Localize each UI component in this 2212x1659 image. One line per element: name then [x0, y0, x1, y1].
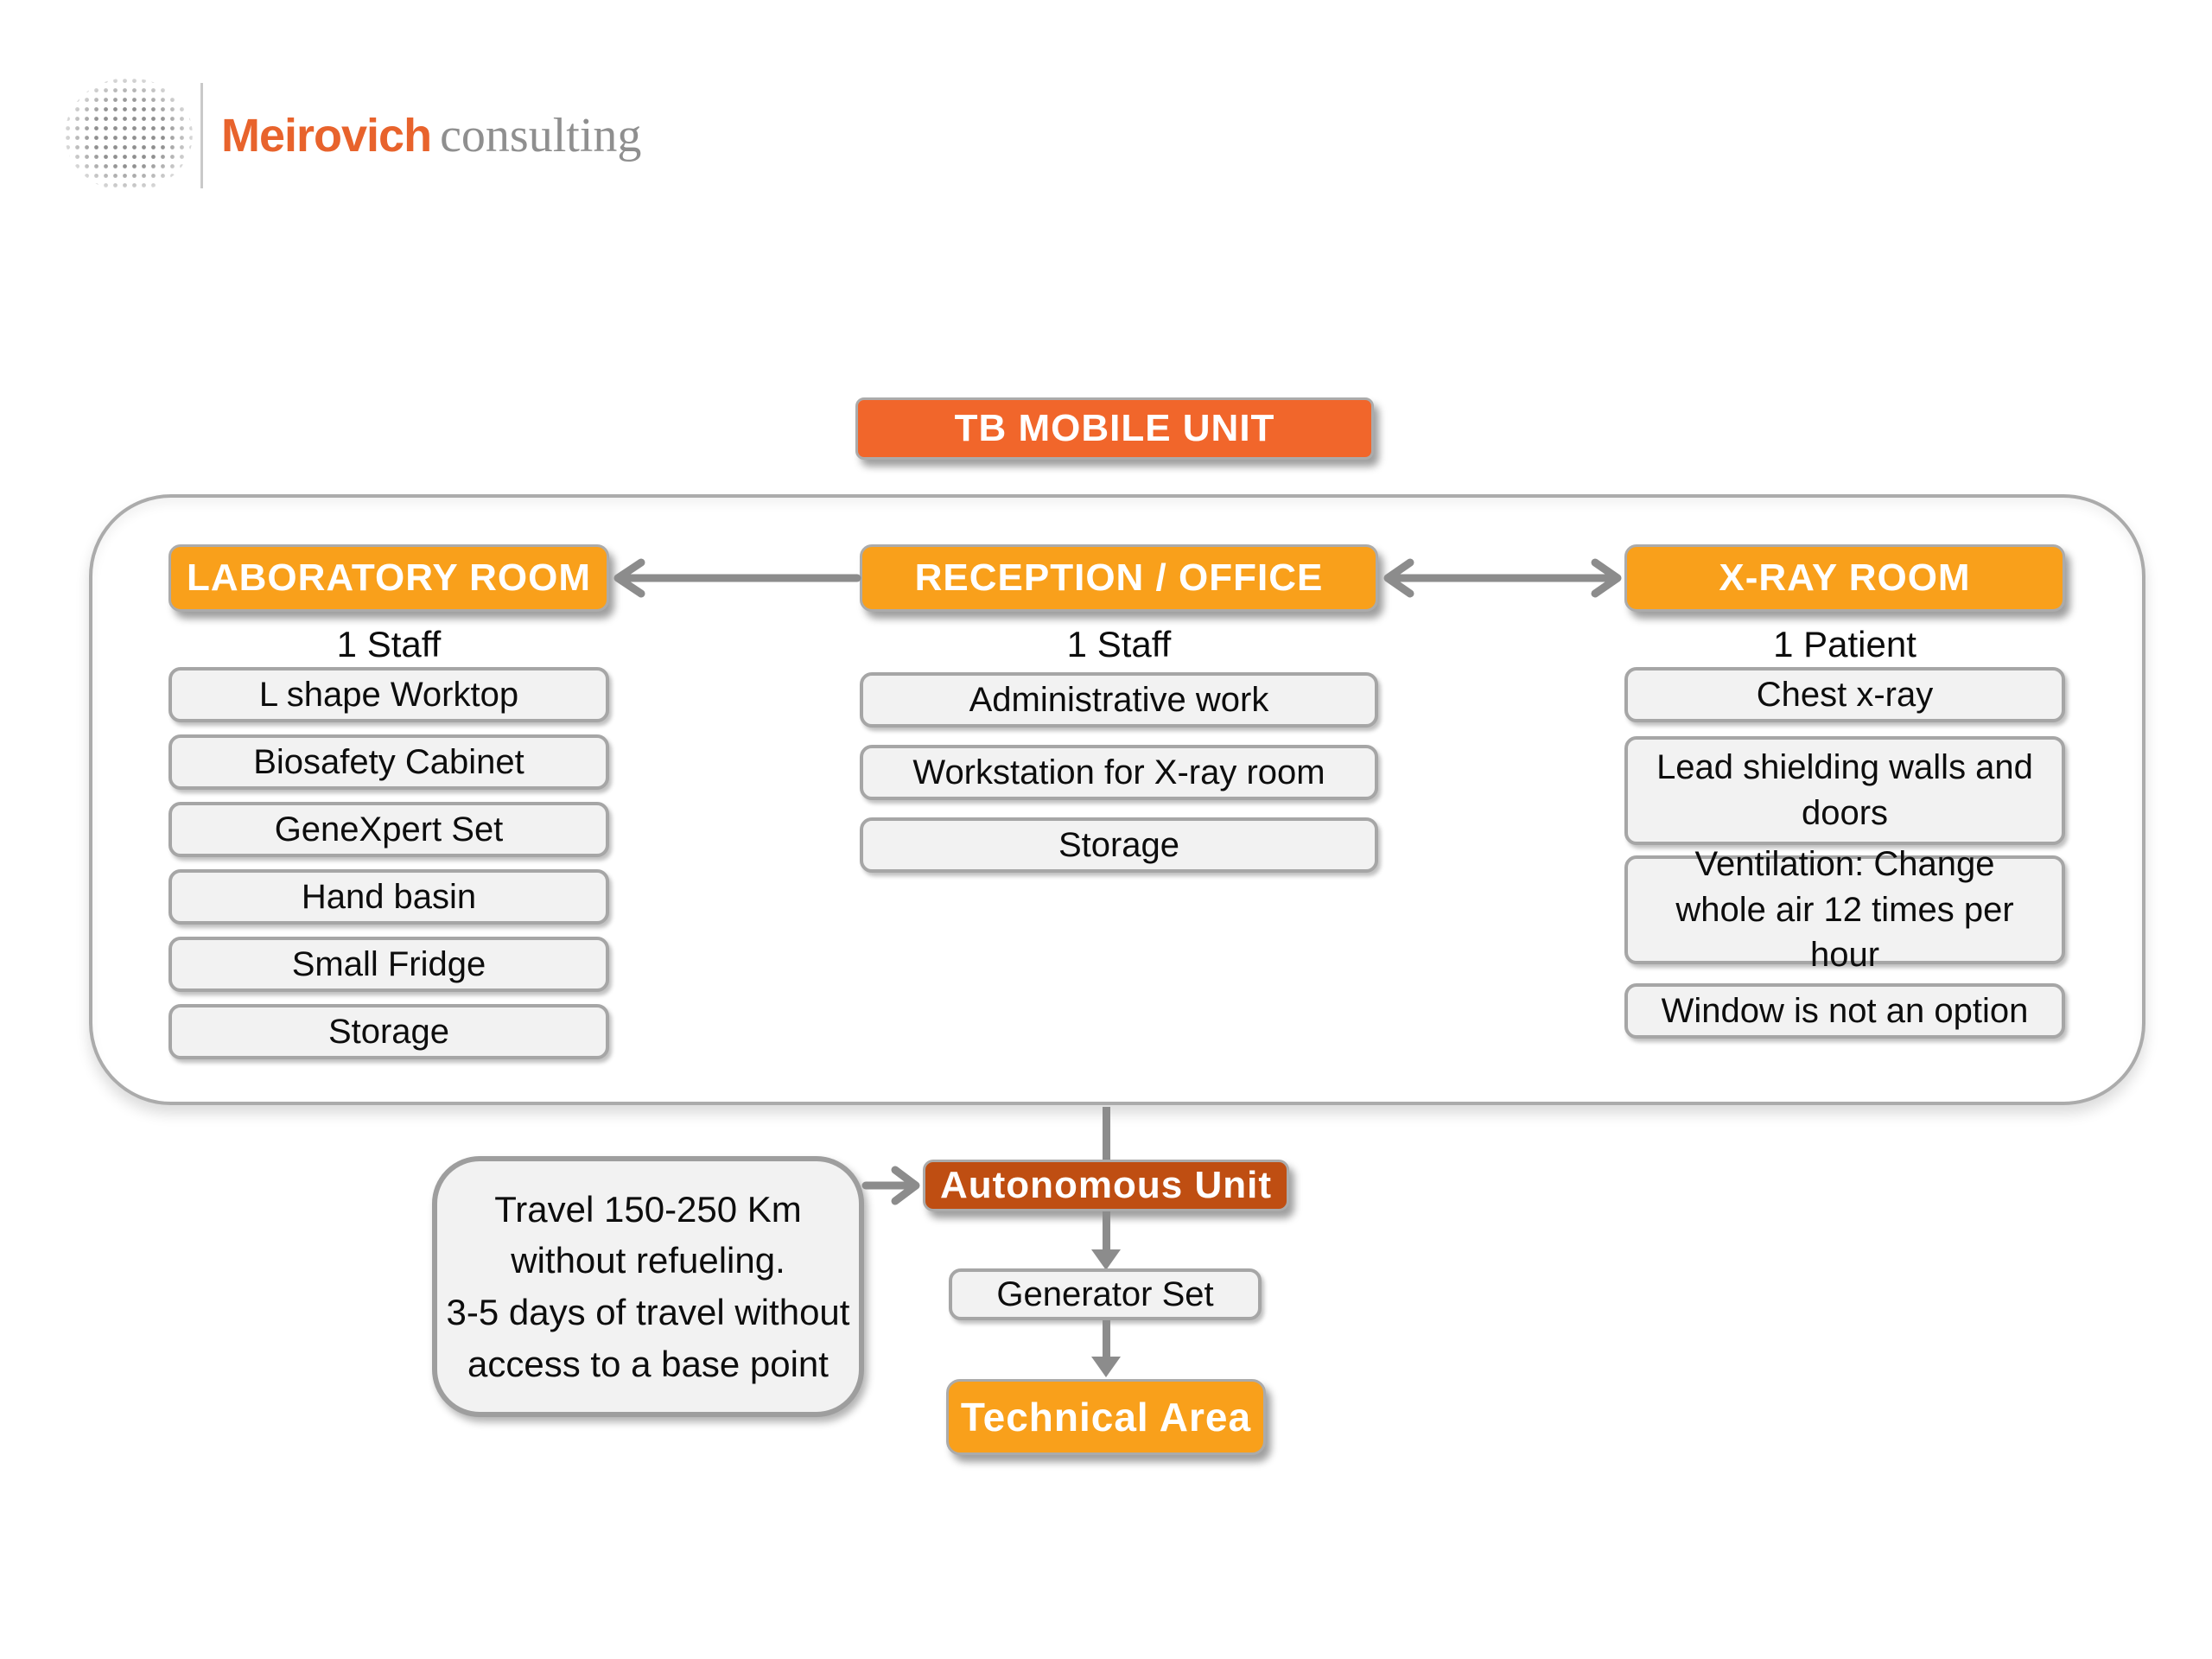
generator-set-box: Generator Set	[949, 1268, 1262, 1320]
note-line: 3-5 days of travel without	[446, 1292, 850, 1332]
item-lab-storage: Storage	[168, 1004, 609, 1059]
item-chest-xray: Chest x-ray	[1624, 667, 2065, 722]
arrow-generator-to-technical	[1103, 1320, 1110, 1358]
logo: Meirovich consulting	[221, 83, 641, 188]
note-line: without refueling.	[511, 1240, 785, 1281]
item-ventilation: Ventilation: Change whole air 12 times p…	[1624, 845, 2065, 974]
logo-divider	[200, 83, 203, 188]
capacity-xray: 1 Patient	[1773, 624, 1916, 664]
item-l-shape-worktop: L shape Worktop	[168, 667, 609, 722]
item-small-fridge: Small Fridge	[168, 937, 609, 992]
note-box: Travel 150-250 Km without refueling. 3-5…	[432, 1156, 864, 1417]
logo-sphere-icon	[65, 78, 193, 192]
header-reception-office: RECEPTION / OFFICE	[860, 544, 1378, 612]
item-workstation-for-xray-room: Workstation for X-ray room	[860, 745, 1378, 800]
connector-unit-to-autonomous	[1103, 1107, 1110, 1160]
capacity-laboratory: 1 Staff	[336, 624, 442, 664]
item-lead-shielding: Lead shielding walls and doors	[1624, 736, 2065, 845]
capacity-reception: 1 Staff	[1066, 624, 1172, 664]
arrow-reception-xray-bidirectional	[1383, 558, 1622, 598]
note-line: access to a base point	[467, 1343, 829, 1384]
arrow-note-to-autonomous	[861, 1166, 920, 1205]
note-line: Travel 150-250 Km	[494, 1188, 802, 1230]
tb-mobile-unit-box: TB MOBILE UNIT	[855, 397, 1374, 460]
arrow-autonomous-to-generator	[1103, 1211, 1110, 1251]
logo-brand-bold: Meirovich	[221, 110, 432, 162]
arrow-generator-to-technical-head	[1091, 1357, 1121, 1377]
logo-brand-light: consulting	[440, 109, 642, 162]
autonomous-unit-box: Autonomous Unit	[923, 1160, 1289, 1211]
item-reception-storage: Storage	[860, 817, 1378, 873]
arrow-autonomous-to-generator-head	[1091, 1249, 1121, 1270]
item-genexpert-set: GeneXpert Set	[168, 802, 609, 857]
technical-area-box: Technical Area	[946, 1379, 1266, 1455]
item-biosafety-cabinet: Biosafety Cabinet	[168, 734, 609, 790]
header-xray-room: X-RAY ROOM	[1624, 544, 2065, 612]
item-hand-basin: Hand basin	[168, 869, 609, 925]
header-laboratory-room: LABORATORY ROOM	[168, 544, 609, 612]
item-administrative-work: Administrative work	[860, 672, 1378, 728]
arrow-reception-to-laboratory	[613, 558, 861, 598]
item-window-not-option: Window is not an option	[1624, 983, 2065, 1039]
